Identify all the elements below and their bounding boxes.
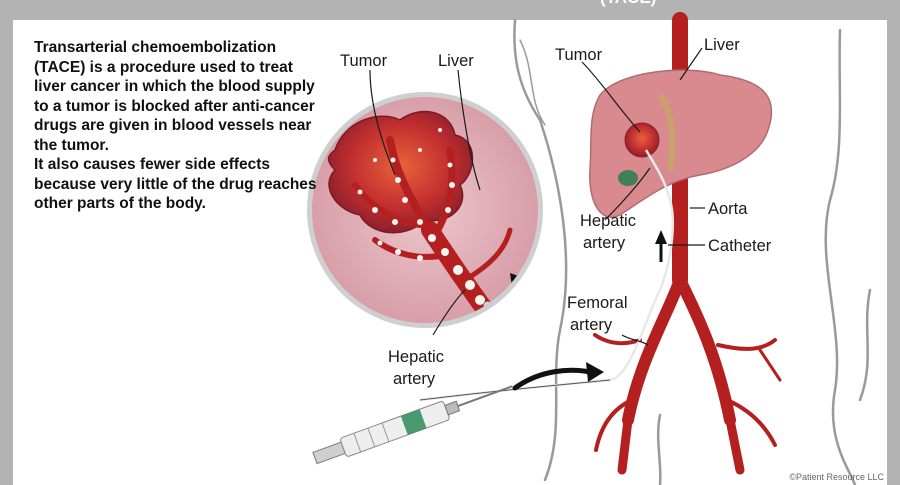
copyright-notice: ©Patient Resource LLC bbox=[789, 472, 884, 482]
label-body-hepatic-2: artery bbox=[583, 234, 626, 252]
label-inset-hepatic-2: artery bbox=[393, 370, 436, 388]
intro-text: Transarterial chemoembolization (TACE) i… bbox=[34, 38, 324, 214]
intro-paragraph-2: It also causes fewer side effects becaus… bbox=[34, 155, 324, 214]
label-inset-liver: Liver bbox=[438, 52, 474, 70]
label-body-hepatic-1: Hepatic bbox=[580, 212, 636, 230]
label-catheter: Catheter bbox=[708, 237, 772, 255]
label-body-tumor: Tumor bbox=[555, 46, 603, 64]
syringe bbox=[312, 377, 516, 468]
label-inset-hepatic-1: Hepatic bbox=[388, 348, 444, 366]
label-inset-tumor: Tumor bbox=[340, 52, 388, 70]
inset-magnifier bbox=[307, 92, 543, 340]
label-femoral-1: Femoral bbox=[567, 294, 628, 312]
label-aorta: Aorta bbox=[708, 200, 748, 218]
intro-paragraph-1: Transarterial chemoembolization (TACE) i… bbox=[34, 38, 324, 155]
label-body-liver: Liver bbox=[704, 36, 740, 54]
label-femoral-2: artery bbox=[570, 316, 613, 334]
